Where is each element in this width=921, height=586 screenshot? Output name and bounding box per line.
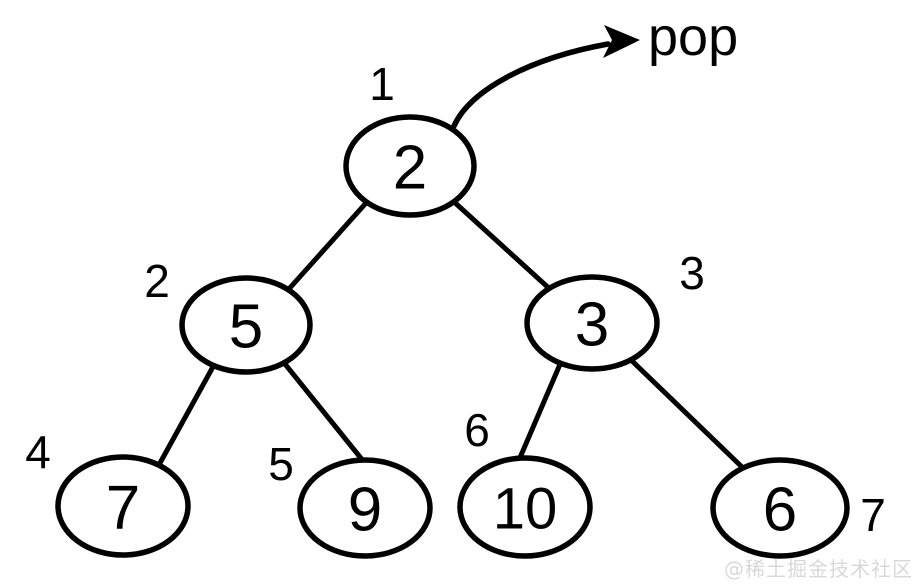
- edge-group: [157, 197, 745, 470]
- watermark: @稀土掘金技术社区: [724, 557, 913, 581]
- node-index-label-6: 6: [464, 404, 490, 456]
- tree-edge-2-5: [282, 361, 367, 465]
- tree-edge-3-6: [516, 359, 564, 463]
- node-circle: [524, 274, 660, 372]
- node-value: 5: [229, 293, 263, 362]
- node-circle: [297, 457, 433, 559]
- pop-label: pop: [648, 7, 738, 67]
- tree-node-5[interactable]: 9: [297, 457, 433, 559]
- tree-edge-2-4: [157, 362, 217, 466]
- pop-arrow-head-icon: [603, 25, 640, 58]
- node-value: 6: [763, 476, 797, 545]
- node-index-label-3: 3: [679, 247, 705, 299]
- index-label-group: 1 2 3 4 5 6 7: [25, 58, 886, 541]
- tree-node-4[interactable]: 7: [55, 454, 191, 558]
- tree-edge-1-2: [285, 200, 369, 293]
- tree-node-2[interactable]: 5: [179, 275, 313, 375]
- node-circle: [179, 275, 313, 375]
- pop-arrow-curve: [451, 41, 611, 129]
- node-value: 9: [348, 476, 382, 545]
- tree-edge-3-7: [626, 355, 745, 470]
- tree-edge-1-3: [449, 197, 555, 294]
- node-index-label-4: 4: [25, 426, 51, 478]
- tree-node-3[interactable]: 3: [524, 274, 660, 372]
- node-circle: [55, 454, 191, 558]
- tree-node-7[interactable]: 6: [710, 457, 850, 559]
- node-value: 7: [106, 474, 140, 543]
- node-index-label-5: 5: [268, 438, 294, 490]
- tree-node-6[interactable]: 10: [457, 455, 593, 559]
- node-circle: [710, 457, 850, 559]
- pop-arrow-group: pop: [451, 7, 738, 129]
- node-value: 3: [575, 291, 609, 360]
- node-value: 10: [493, 477, 558, 542]
- node-index-label-1: 1: [369, 58, 395, 110]
- node-circle: [343, 114, 477, 218]
- node-circle: [457, 455, 593, 559]
- tree-node-1[interactable]: 2: [343, 114, 477, 218]
- node-index-label-2: 2: [144, 255, 170, 307]
- node-value: 2: [393, 134, 427, 203]
- node-index-label-7: 7: [860, 489, 886, 541]
